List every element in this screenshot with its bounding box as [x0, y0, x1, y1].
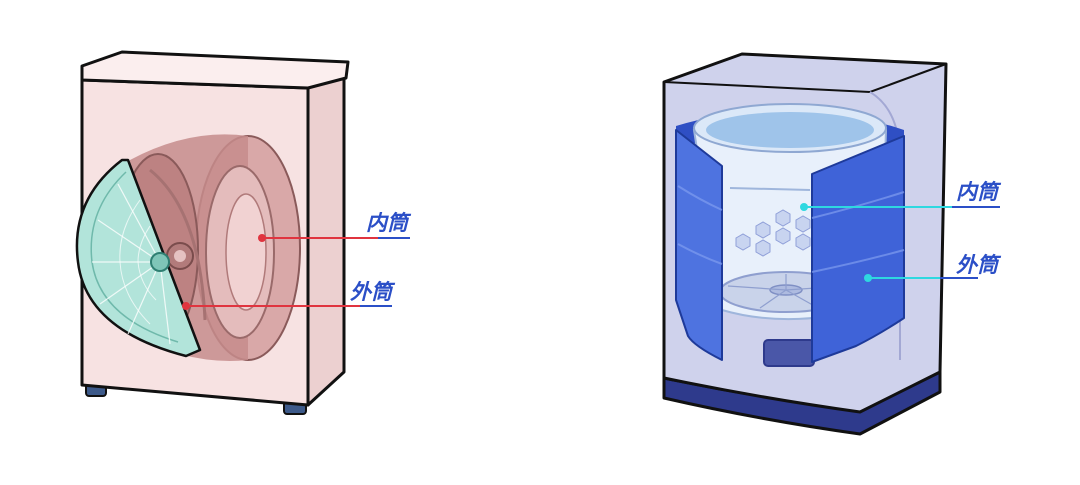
top-load-outer-tub-right [811, 135, 905, 363]
top-load-outer-tub-left [675, 129, 723, 361]
front-load-top [80, 50, 350, 90]
motor [763, 339, 815, 367]
inner-tub-holes [735, 209, 811, 257]
top-load-inner-label: 内筒 [956, 180, 1002, 204]
front-load-outer-label: 外筒 [350, 280, 396, 304]
door-hub [150, 252, 170, 272]
top-load-washer: 内筒 外筒 [662, 52, 1002, 436]
front-load-washer: 内筒 外筒 [75, 50, 412, 415]
top-load-outer-label: 外筒 [956, 253, 1002, 277]
front-load-inner-label: 内筒 [366, 211, 412, 235]
front-load-door [75, 158, 202, 358]
front-load-inner-drum [149, 165, 275, 339]
